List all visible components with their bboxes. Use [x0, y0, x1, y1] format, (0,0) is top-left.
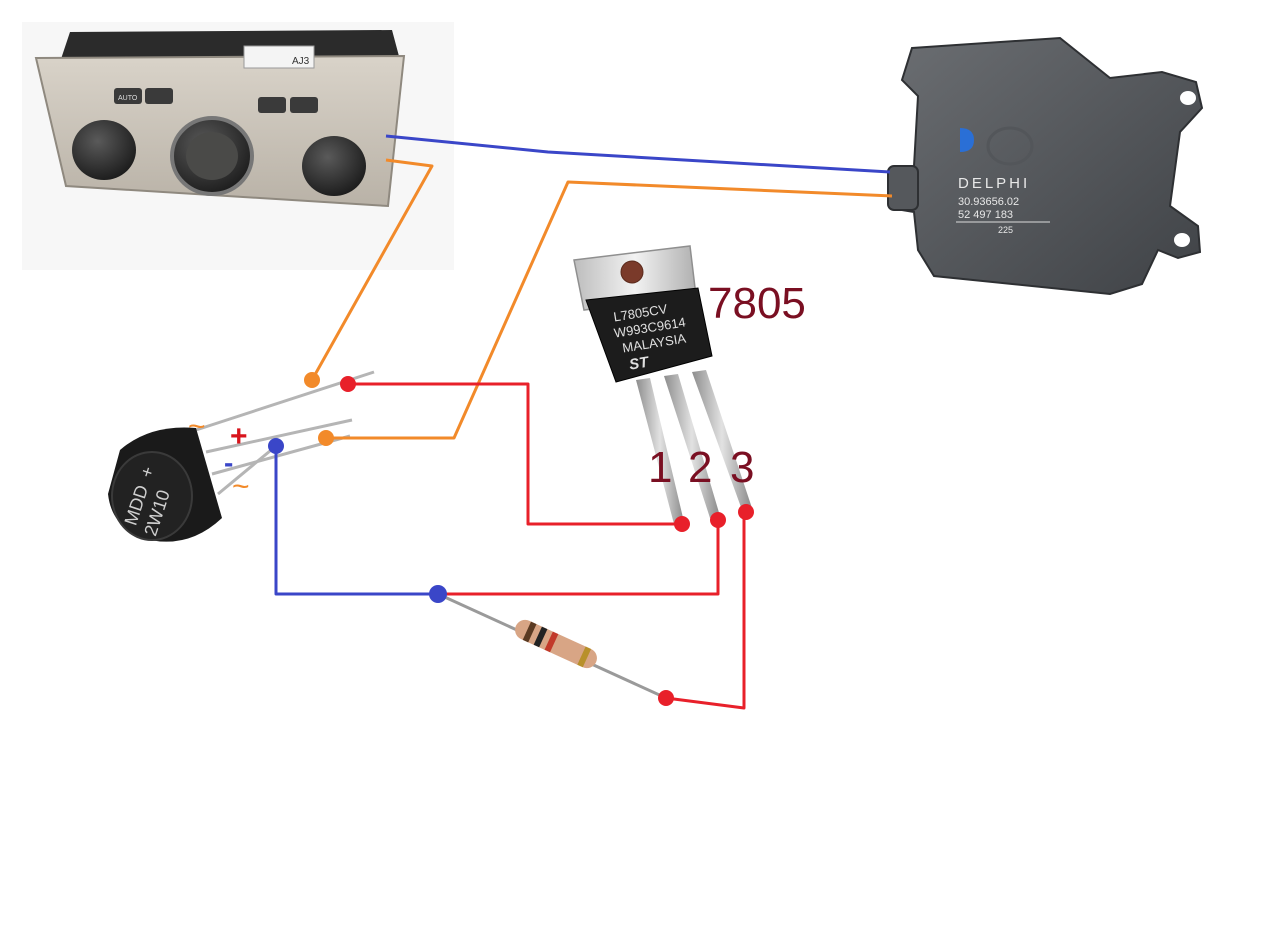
actuator-mount-hole-top — [1180, 91, 1196, 105]
st-logo-icon: ST — [628, 353, 651, 373]
resistor-body — [515, 619, 597, 669]
orange-wire-panel-to-bridge — [310, 158, 434, 381]
resistor — [437, 592, 667, 700]
auto-button — [114, 88, 142, 104]
bridge-ac-top-symbol: ~ — [188, 410, 206, 443]
bridge-plus-symbol: + — [230, 420, 248, 453]
actuator-code: 225 — [998, 225, 1013, 235]
bridge-ac-bottom-dot — [318, 430, 334, 446]
pin-1-dot — [674, 516, 690, 532]
auto-button-label: AUTO — [118, 95, 138, 102]
pin-2-label: 2 — [688, 443, 712, 492]
pin-3-label: 3 — [730, 443, 754, 492]
blue-wire-panel-to-actuator — [385, 134, 891, 174]
red-wire-bridge-plus-to-pin-1 — [348, 382, 682, 526]
regulator-pin-3-leg — [692, 370, 752, 510]
actuator-connector — [887, 165, 919, 211]
actuator-emblem — [986, 126, 1034, 166]
climate-control-panel: AJ3 AUTO — [22, 22, 454, 270]
resistor-band-2 — [533, 626, 548, 648]
resistor-end-dot — [658, 690, 674, 706]
bridge-minus-symbol: - — [224, 447, 233, 478]
bridge-ac-bottom-symbol: ~ — [232, 470, 250, 503]
bridge-leg-plus — [205, 418, 353, 454]
delphi-actuator: DELPHI 30.93656.02 52 497 183 225 — [887, 36, 1204, 296]
pin-1-label: 1 — [648, 443, 672, 492]
voltage-regulator-7805: L7805CV W993C9614 MALAYSIA ST 7805 1 2 3 — [573, 245, 806, 524]
front-defrost-button — [258, 97, 286, 113]
bridge-rectifier: MDD 2W10 + ~ + - ~ — [108, 370, 375, 542]
red-wire-resistor-to-pin-3 — [665, 512, 746, 710]
actuator-part-number-2: 52 497 183 — [958, 209, 1013, 221]
orange-wire-actuator-to-bridge — [326, 180, 893, 440]
red-wire-junction-to-pin-2 — [438, 520, 720, 596]
pin-2-dot — [710, 512, 726, 528]
right-temperature-knob — [302, 136, 366, 196]
ground-junction-dot — [429, 585, 447, 603]
resistor-band-3 — [544, 631, 559, 653]
regulator-body — [585, 287, 713, 383]
regulator-mount-hole — [620, 260, 644, 284]
delphi-logo-icon — [960, 128, 974, 152]
connection-points — [268, 372, 754, 706]
actuator-part-number: 30.93656.02 — [958, 196, 1019, 208]
bridge-face — [111, 451, 193, 541]
resistor-band-1 — [522, 621, 537, 643]
regulator-name-label: 7805 — [708, 279, 806, 328]
panel-sticker — [243, 45, 315, 69]
rear-defrost-button — [290, 97, 318, 113]
bridge-minus-dot — [268, 438, 284, 454]
resistor-band-4 — [577, 646, 592, 668]
left-temperature-knob — [72, 120, 136, 180]
bridge-leg-minus — [217, 444, 277, 496]
actuator-mount-hole-bottom — [1174, 233, 1190, 247]
panel-sticker-code: AJ3 — [292, 56, 310, 67]
actuator-housing — [889, 36, 1204, 296]
panel-top-housing — [60, 30, 400, 62]
actuator-brand: DELPHI — [958, 175, 1030, 192]
recirculation-button — [145, 88, 173, 104]
regulator-pin-2-leg — [664, 374, 720, 518]
bridge-ac-top-dot — [304, 372, 320, 388]
pin-3-dot — [738, 504, 754, 520]
regulator-pin-1-leg — [636, 378, 684, 524]
center-knob-cap — [186, 132, 238, 180]
blue-wire-bridge-minus-to-junction — [274, 446, 438, 596]
wires — [274, 134, 893, 710]
bridge-plus-dot — [340, 376, 356, 392]
